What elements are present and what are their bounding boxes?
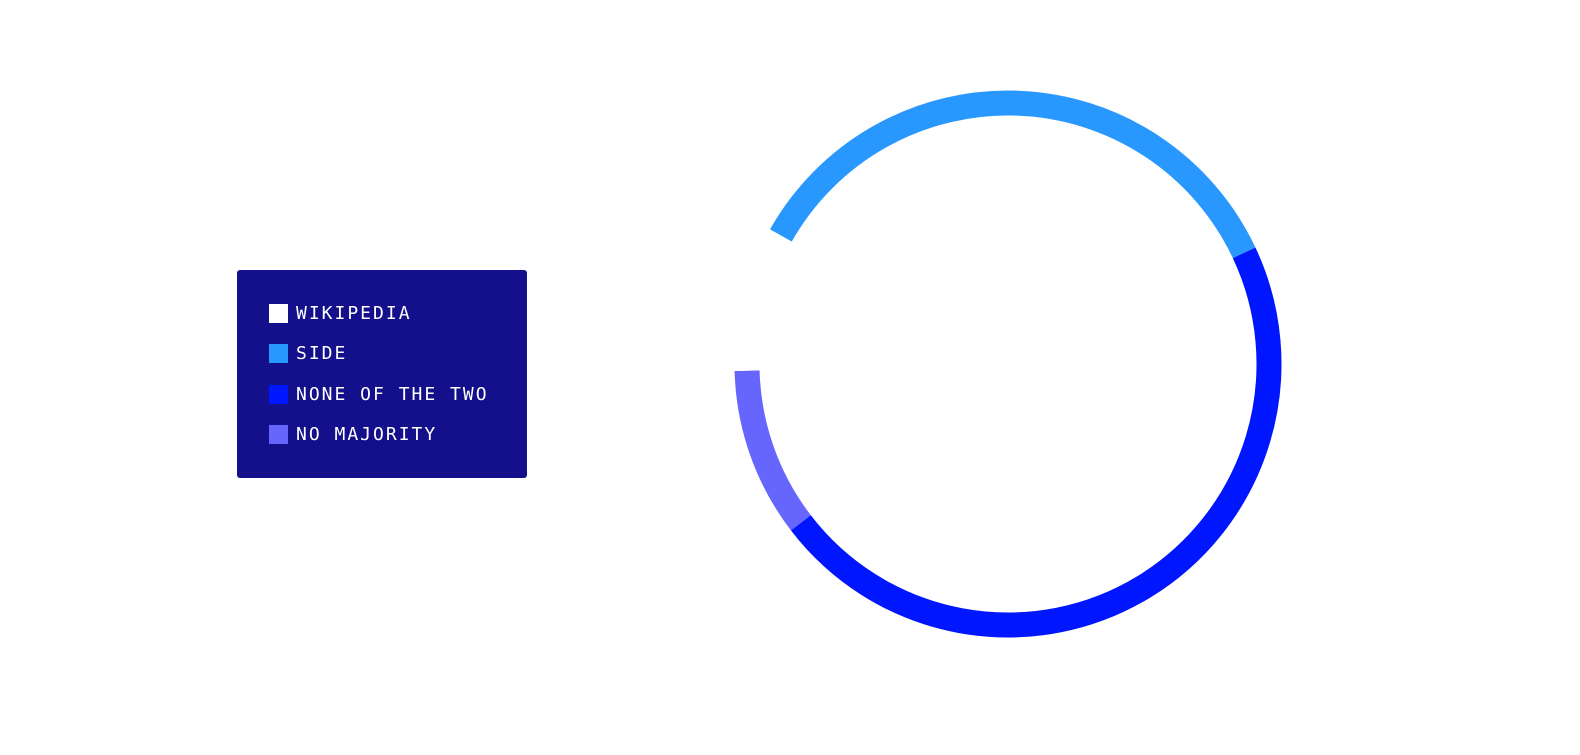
donut-slice-no-majority [734, 370, 811, 531]
legend-swatch-none-of-the-two [269, 384, 288, 404]
legend-item-no-majority: NO MAJORITY [269, 424, 527, 445]
legend-label-wikipedia: WIKIPEDIA [296, 302, 412, 324]
legend-label-no-majority: NO MAJORITY [296, 424, 438, 445]
legend-swatch-side [269, 344, 288, 363]
donut-slice-side [769, 90, 1256, 259]
legend-label-none-of-the-two: NONE OF THE TWO [296, 383, 489, 405]
donut-slice-none-of-the-two [790, 247, 1282, 638]
legend-item-none-of-the-two: NONE OF THE TWO [269, 383, 527, 405]
legend-item-wikipedia: WIKIPEDIA [269, 302, 527, 324]
legend-item-side: SIDE [269, 343, 527, 364]
legend-swatch-no-majority [269, 425, 288, 444]
donut-slice-wikipedia [734, 229, 792, 371]
chart-legend: WIKIPEDIA SIDE NONE OF THE TWO NO MAJORI… [237, 270, 527, 478]
legend-swatch-wikipedia [269, 303, 288, 323]
legend-label-side: SIDE [296, 343, 348, 364]
